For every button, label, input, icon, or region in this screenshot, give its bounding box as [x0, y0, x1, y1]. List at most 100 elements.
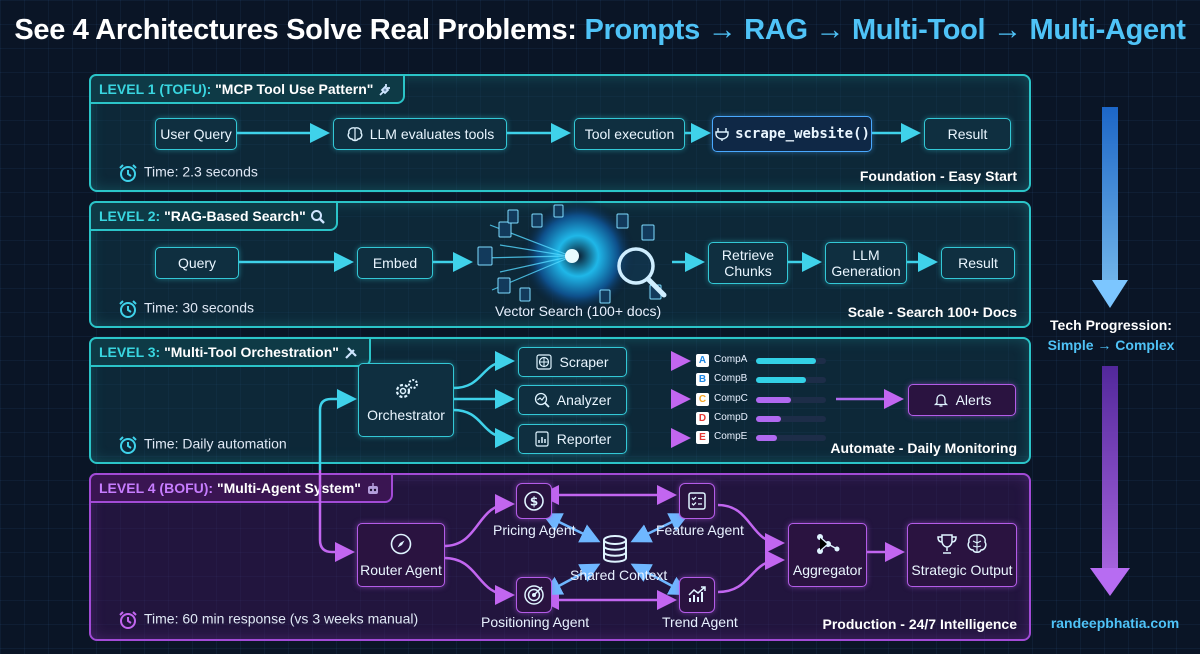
vector-search-label: Vector Search (100+ docs) — [495, 303, 662, 319]
level4-time: Time: 60 min response (vs 3 weeks manual… — [118, 610, 418, 630]
company-level-bar — [756, 416, 826, 422]
company-level-fill — [756, 416, 781, 422]
level3-title: LEVEL 3: "Multi-Tool Orchestration" — [89, 337, 371, 367]
level1-tagline: Foundation - Easy Start — [859, 168, 1017, 184]
level2-node-llm-label: LLM Generation — [831, 247, 901, 279]
globe-icon — [536, 354, 553, 370]
level2-node-retrieve-label: Retrieve Chunks — [721, 247, 775, 279]
shared-context-node — [598, 532, 632, 566]
level2-node-llm-generation: LLM Generation — [825, 242, 907, 284]
level1-node-tool-execution: Tool execution — [574, 118, 685, 150]
company-badge: C — [696, 393, 709, 406]
title-highlight: Prompts → RAG → Multi-Tool → Multi-Agent — [584, 14, 1186, 46]
level1-node-llm-label: LLM evaluates tools — [369, 126, 495, 142]
company-level-fill — [756, 358, 816, 364]
trend-agent-label: Trend Agent — [662, 614, 738, 630]
tech-progression-sub: Simple → Complex — [1047, 337, 1175, 353]
level1-title: LEVEL 1 (TOFU): "MCP Tool Use Pattern" — [89, 74, 406, 104]
router-agent-label: Router Agent — [360, 562, 442, 578]
company-row: C CompC — [696, 392, 830, 409]
bell-icon — [933, 394, 948, 407]
trophy-icon — [937, 534, 957, 554]
level1-node-result: Result — [924, 118, 1011, 150]
alerts-node: Alerts — [908, 384, 1016, 416]
level1-node-user-query: User Query — [155, 118, 237, 150]
tool-scraper: Scraper — [518, 347, 627, 377]
svg-text:$: $ — [530, 495, 538, 509]
checklist-icon — [688, 492, 706, 510]
vector-search-graphic — [477, 198, 667, 314]
level4-time-text: Time: 60 min response (vs 3 weeks manual… — [144, 610, 419, 627]
level1-node-user-query-label: User Query — [160, 126, 232, 142]
credit-link[interactable]: randeepbhatia.com — [1050, 615, 1180, 631]
tech-progression-label: Tech Progression: Simple → Complex — [1046, 317, 1176, 353]
tool-reporter-label: Reporter — [556, 431, 612, 447]
level4-label: LEVEL 4 (BOFU): — [99, 480, 214, 496]
tool-analyzer: Analyzer — [518, 385, 627, 415]
level1-time: Time: 2.3 seconds — [118, 163, 258, 183]
company-name: CompB — [714, 373, 748, 384]
aggregator-label: Aggregator — [792, 562, 863, 578]
level2-node-retrieve: Retrieve Chunks — [708, 242, 788, 284]
level2-time: Time: 30 seconds — [118, 299, 254, 319]
company-name: CompC — [714, 393, 748, 404]
level1-node-scrape-label: scrape_website() — [735, 126, 870, 142]
company-level-fill — [756, 435, 777, 441]
level1-label: LEVEL 1 (TOFU): — [99, 81, 212, 97]
level2-node-embed: Embed — [357, 247, 433, 279]
level3-tagline: Automate - Daily Monitoring — [830, 440, 1017, 456]
title-main: See 4 Architectures Solve Real Problems: — [14, 14, 577, 46]
pricing-agent-icon: $ — [516, 483, 552, 519]
level3-label: LEVEL 3: — [99, 344, 161, 360]
level2-title: LEVEL 2: "RAG-Based Search" — [89, 201, 338, 231]
tools-icon — [345, 347, 357, 360]
company-level-fill — [756, 397, 791, 403]
level1-name: "MCP Tool Use Pattern" — [215, 81, 374, 97]
brain-icon — [967, 534, 987, 553]
target-icon — [524, 585, 544, 605]
tool-reporter: Reporter — [518, 424, 627, 454]
orchestrator-node: Orchestrator — [358, 363, 454, 437]
level3-arrows — [318, 351, 904, 470]
compass-icon — [390, 533, 412, 555]
company-name: CompE — [714, 431, 748, 442]
company-name: CompA — [714, 354, 748, 365]
company-level-fill — [756, 377, 806, 383]
strategic-output-label: Strategic Output — [911, 562, 1013, 578]
progression-arrows — [1090, 107, 1130, 596]
tech-progression-heading: Tech Progression: — [1050, 317, 1172, 333]
level2-node-result: Result — [941, 247, 1015, 279]
plug-icon — [379, 84, 391, 96]
alerts-label: Alerts — [955, 392, 992, 408]
level1-node-llm-evaluates: LLM evaluates tools — [333, 118, 507, 150]
level2-node-embed-label: Embed — [372, 255, 418, 271]
level2-label: LEVEL 2: — [99, 208, 161, 224]
company-row: E CompE — [696, 430, 830, 447]
level2-tagline: Scale - Search 100+ Docs — [847, 304, 1017, 320]
alarm-clock-icon — [119, 436, 137, 454]
magnifier-icon — [310, 210, 325, 225]
level3-time: Time: Daily automation — [118, 435, 287, 455]
aggregator-node: Aggregator — [788, 523, 867, 587]
strategic-output-node: Strategic Output — [907, 523, 1017, 587]
level2-time-text: Time: 30 seconds — [144, 299, 254, 316]
plug-icon — [715, 128, 729, 141]
level4-tagline: Production - 24/7 Intelligence — [822, 616, 1017, 632]
company-badge: E — [696, 431, 709, 444]
alarm-clock-icon — [119, 164, 137, 182]
company-name: CompD — [714, 412, 748, 423]
trend-chart-icon — [688, 586, 706, 602]
level2-node-result-label: Result — [958, 255, 998, 271]
level1-node-scrape-website: scrape_website() — [712, 116, 872, 152]
company-level-bar — [756, 435, 826, 441]
level4-name: "Multi-Agent System" — [216, 480, 361, 496]
positioning-agent-label: Positioning Agent — [481, 614, 590, 630]
level1-node-result-label: Result — [947, 126, 988, 142]
level4-title: LEVEL 4 (BOFU): "Multi-Agent System" — [89, 473, 393, 503]
dollar-icon: $ — [524, 491, 544, 511]
report-icon — [535, 431, 549, 447]
feature-agent-label: Feature Agent — [656, 522, 744, 538]
